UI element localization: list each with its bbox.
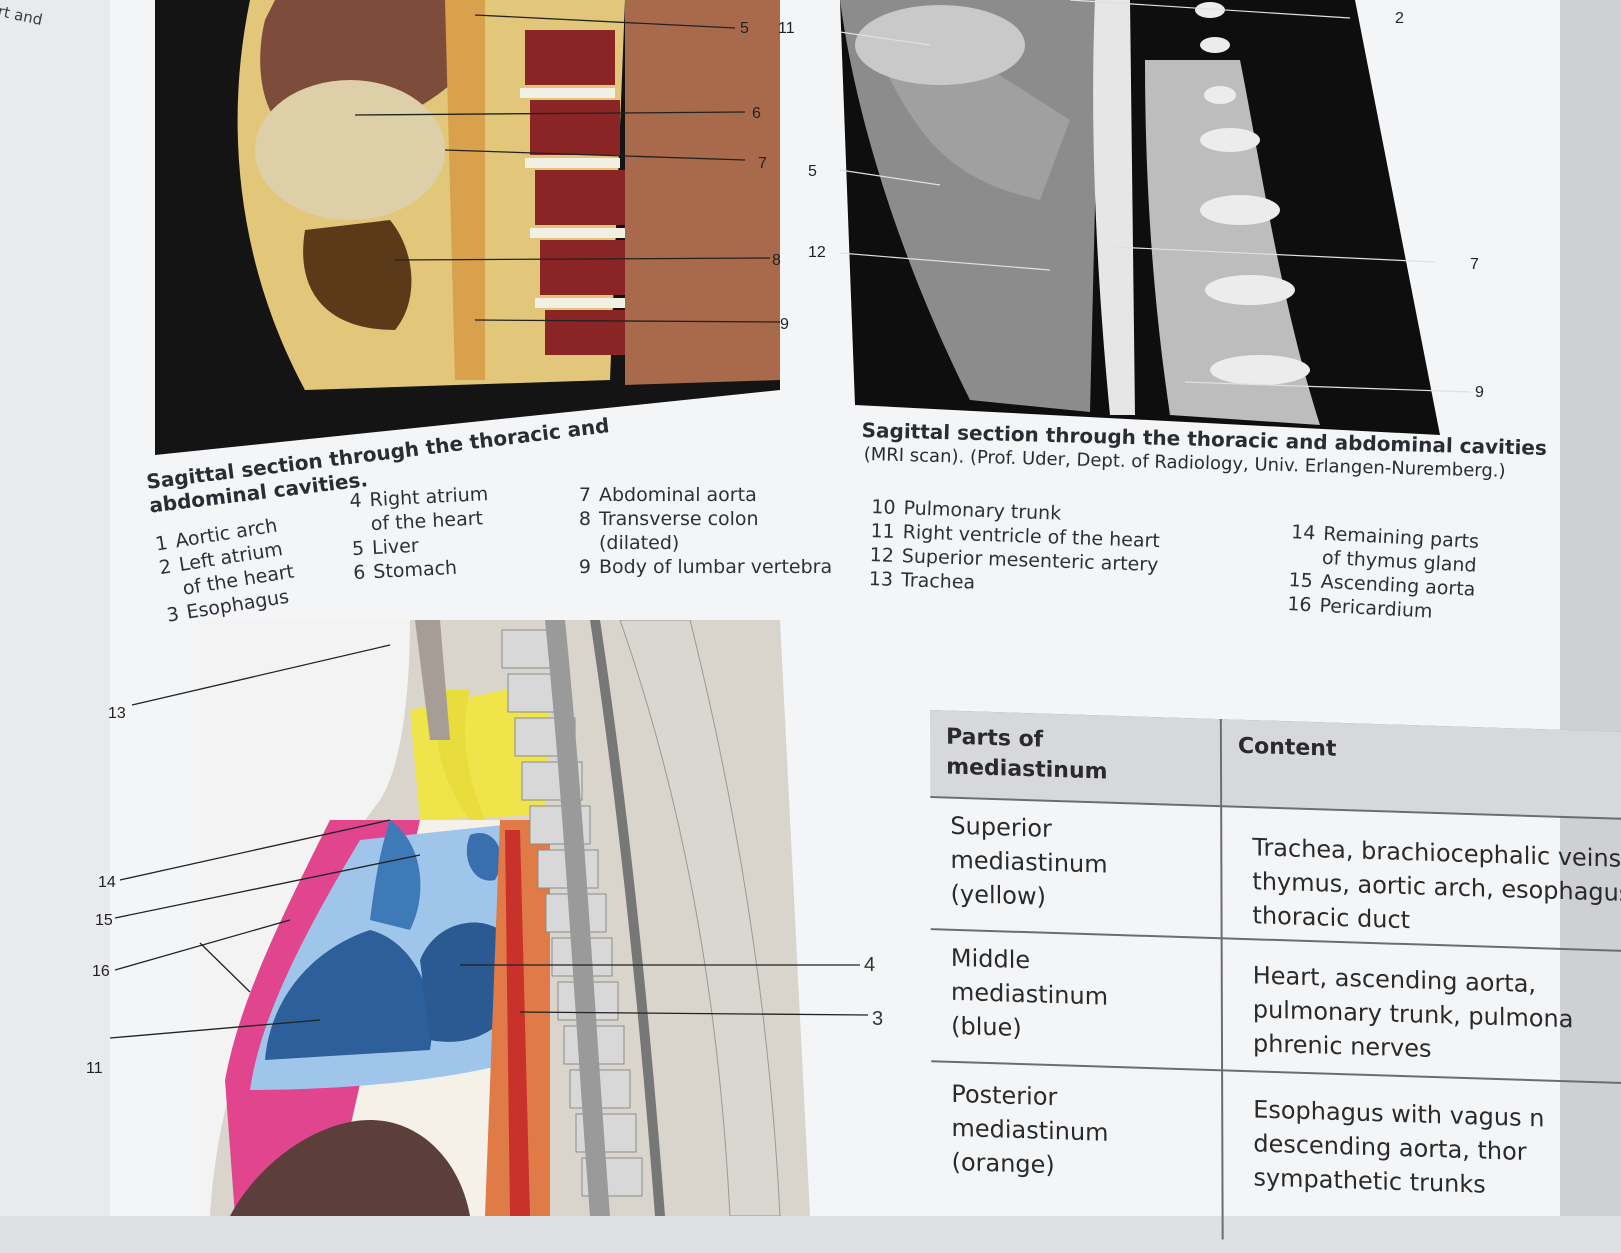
fig3-label-3: 3 xyxy=(872,1008,884,1030)
fig3-label-14: 14 xyxy=(98,874,116,891)
fig1-label-5: 5 xyxy=(740,20,749,37)
fig3-label-11: 11 xyxy=(86,1060,103,1077)
mri-scan-image xyxy=(840,0,1471,435)
fig1-label-7: 7 xyxy=(758,155,767,172)
fig2-label-9: 9 xyxy=(1475,384,1484,401)
row-content: Heart, ascending aorta,pulmonary trunk, … xyxy=(1252,961,1574,1063)
fig2-label-12: 12 xyxy=(808,244,826,261)
fig3-label-13: 13 xyxy=(108,705,126,722)
mediastinum-illustration xyxy=(109,620,869,1216)
page-edge xyxy=(1560,0,1621,1216)
legend-item: (dilated) xyxy=(599,532,680,554)
fig1-label-8: 8 xyxy=(772,252,781,269)
cadaver-section-photo xyxy=(155,0,781,455)
row-content: Trachea, brachiocephalic veins,thymus, a… xyxy=(1252,833,1621,935)
fig2-label-7: 7 xyxy=(1470,256,1479,273)
fig3-label-4: 4 xyxy=(864,954,876,976)
fig3-label-16: 16 xyxy=(92,963,110,980)
fig2-label-5: 5 xyxy=(808,163,817,180)
fig1-label-9: 9 xyxy=(780,316,789,333)
fig2-label-11: 11 xyxy=(778,20,795,37)
header-content: Content xyxy=(1221,719,1621,819)
header-parts: Parts of mediastinum xyxy=(930,710,1221,806)
fig2-label-2: 2 xyxy=(1395,10,1404,27)
fig3-label-15: 15 xyxy=(95,912,113,929)
fig1-label-6: 6 xyxy=(752,105,761,122)
